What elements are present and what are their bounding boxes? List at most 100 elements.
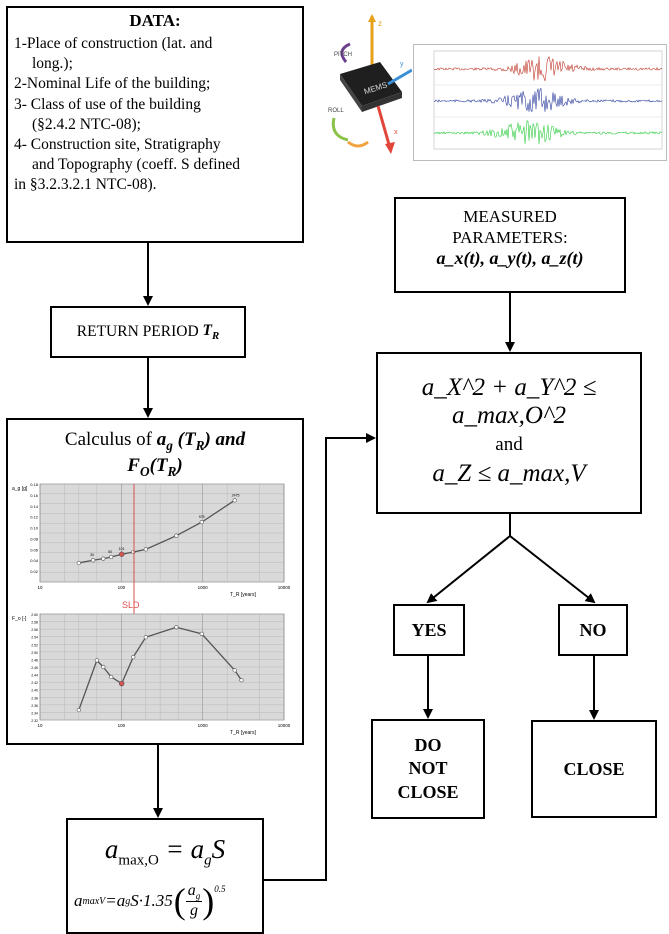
calculus-ag-sub: g [166, 437, 173, 453]
seismogram-image [413, 44, 667, 161]
condition-line1: a_X^2 + a_Y^2 ≤ a_max,O^2 [421, 374, 597, 429]
ag-point-label: 30 [90, 553, 94, 557]
data-item: 1-Place of construction (lat. and [14, 35, 213, 53]
top-ytick-label: 0.18 [30, 482, 39, 487]
calculus-fo-arg-sub: R [167, 464, 177, 480]
top-xtick-label: 100 [118, 585, 126, 590]
close-box: CLOSE [531, 720, 657, 818]
dnc-line: NOT [408, 758, 448, 779]
bottom-ytick-label: 2.50 [31, 651, 38, 655]
bottom-xtick-label: 10000 [278, 723, 291, 728]
top-chart-xlabel: T_R [years] [230, 592, 256, 598]
ag-point-label: 975 [199, 515, 205, 519]
top-ytick-label: 0.02 [30, 569, 39, 574]
calculus-ag-symbol: a [156, 429, 167, 450]
formula2-exp: 0.5 [214, 884, 226, 894]
measured-line3: a_x(t), a_y(t), a_z(t) [396, 248, 624, 270]
data-item: in §3.2.3.2.1 NTC-08). [14, 176, 157, 194]
seismogram-trace [433, 56, 663, 82]
bottom-ytick-label: 2.58 [31, 621, 38, 625]
bottom-ytick-label: 2.38 [31, 696, 38, 700]
calculus-ag-arg: (T [172, 429, 196, 450]
return-period-label: RETURN PERIOD [76, 323, 199, 340]
top-ytick-label: 0.14 [30, 504, 39, 509]
bottom-ytick-label: 2.46 [31, 666, 38, 670]
formula2-den: g [190, 902, 199, 920]
measured-line1: MEASURED [463, 207, 557, 226]
bottom-ytick-label: 2.42 [31, 681, 38, 685]
bottom-xtick-label: 1000 [198, 723, 209, 728]
measured-params: a_x(t), a_y(t), a_z(t) [436, 248, 584, 269]
calculus-fo-symbol: F [127, 455, 140, 477]
no-label: NO [579, 619, 607, 640]
sensor-pitch-label: PITCH [334, 52, 352, 58]
measured-line2: PARAMETERS: [452, 227, 568, 247]
formula2-fraction: ag g [185, 882, 203, 920]
fo-point [118, 680, 125, 687]
data-item: 2-Nominal Life of the building; [14, 75, 211, 93]
mems-sensor-image: z PITCH MEMS y x ROLL [328, 14, 412, 154]
calculus-ag-suffix: ) and [204, 429, 246, 450]
ag-point [232, 498, 237, 503]
data-item: and Topography (coeff. S defined [32, 155, 240, 173]
bottom-ytick-label: 2.34 [31, 711, 38, 715]
bottom-ytick-label: 2.60 [31, 613, 38, 617]
top-ytick-label: 0.04 [30, 558, 39, 563]
bottom-chart-ylabel: F_o [-] [12, 616, 27, 622]
sensor-axis-z-label: z [378, 19, 382, 28]
top-xtick-label: 1000 [198, 585, 209, 590]
bottom-xtick-label: 100 [118, 723, 126, 728]
fo-point [101, 664, 106, 670]
sensor-roll-label: ROLL [328, 108, 344, 114]
data-item: 3- Class of use of the building [14, 95, 201, 113]
fo-point [109, 674, 114, 680]
hazard-charts: 0.180.160.140.120.100.080.060.040.02 305… [12, 482, 291, 736]
bottom-ytick-label: 2.32 [31, 719, 38, 723]
top-xtick-label: 10000 [278, 585, 291, 590]
top-chart-ylabel: a_g [g] [12, 486, 28, 492]
fo-point [94, 658, 99, 663]
sensor-axis-y-label: y [400, 61, 404, 68]
data-box: DATA: 1-Place of construction (lat. and … [6, 6, 304, 243]
calculus-ag-arg-sub: R [195, 437, 205, 453]
formula1-lhs-sub: max,O [118, 852, 159, 869]
bottom-ytick-label: 2.44 [31, 674, 38, 678]
condition-line3: a_Z ≤ a_max,V [432, 460, 586, 487]
condition-box: a_X^2 + a_Y^2 ≤ a_max,O^2 and a_Z ≤ a_ma… [376, 352, 642, 514]
bottom-ytick-label: 2.52 [31, 643, 38, 647]
ag-point [199, 520, 204, 525]
calculus-title-prefix: Calculus of [64, 429, 152, 450]
formula2-num: a [187, 882, 196, 899]
no-box: NO [558, 604, 628, 656]
formula2-rhs: =a [105, 891, 126, 911]
arrow-amax-to-condition [264, 433, 376, 881]
bottom-xtick-label: 10 [37, 723, 43, 728]
sld-label: SLD [122, 600, 140, 610]
seismogram-trace [433, 87, 663, 113]
fo-point [76, 707, 81, 713]
calculus-title: Calculus of ag (TR) and FO(TR) [8, 428, 302, 481]
ag-point [101, 556, 106, 561]
bottom-ytick-label: 2.36 [31, 704, 38, 708]
top-ytick-label: 0.06 [30, 547, 39, 552]
bottom-ytick-label: 2.40 [31, 689, 38, 693]
formula1-rhs-sub: g [204, 852, 212, 869]
top-ytick-label: 0.10 [30, 526, 39, 531]
fo-point [131, 654, 136, 660]
ag-series-line [78, 499, 236, 564]
formula2-num-sub: g [195, 891, 201, 902]
dnc-line: DO [414, 734, 442, 755]
formula2-lhs-sub: maxV [82, 895, 106, 907]
fo-point [199, 631, 204, 636]
fo-point [232, 668, 237, 673]
formula1-tail: S [211, 834, 226, 864]
formula2-lhs: a [74, 891, 83, 911]
ag-point [118, 551, 125, 557]
return-period-box: RETURN PERIOD TR [50, 306, 246, 358]
formula-amax-o: amax,O = agS [68, 834, 262, 869]
arrow-to-yes [426, 535, 511, 604]
fo-point [239, 678, 244, 683]
ag-point-label: 50 [108, 550, 112, 554]
